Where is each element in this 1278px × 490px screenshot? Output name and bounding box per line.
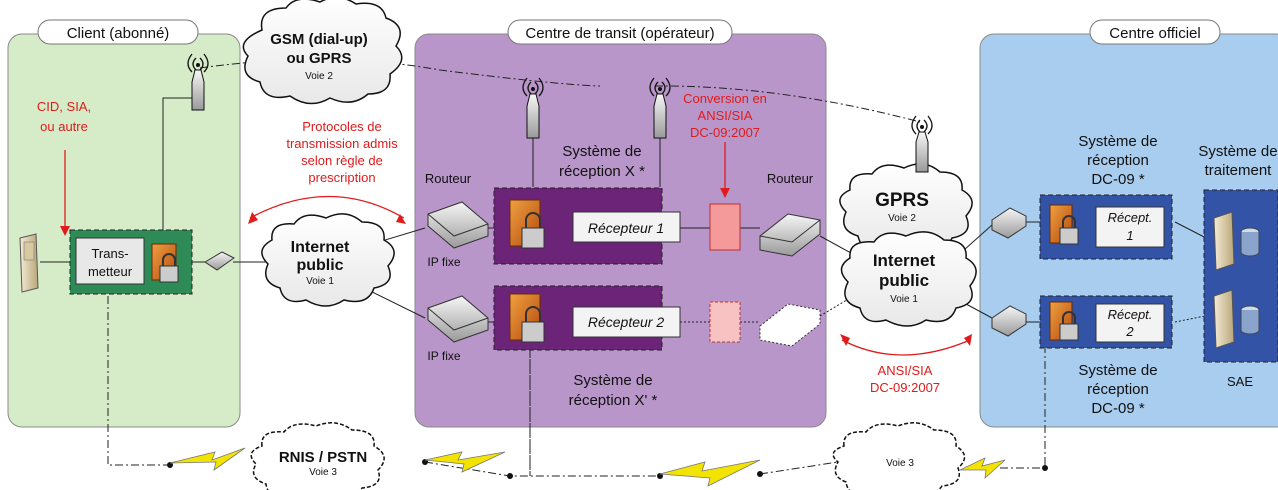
svg-text:DC-09 *: DC-09 * xyxy=(1091,171,1145,188)
svg-text:Voie 3: Voie 3 xyxy=(886,458,914,469)
routeur-right-label: Routeur xyxy=(767,171,814,186)
svg-text:GPRS: GPRS xyxy=(875,190,929,211)
svg-text:DC-09:2007: DC-09:2007 xyxy=(870,380,940,395)
svg-text:public: public xyxy=(879,271,929,290)
svg-text:public: public xyxy=(296,257,343,274)
zone-client: Client (abonné) xyxy=(7,19,241,428)
svg-text:Voie 1: Voie 1 xyxy=(890,294,918,305)
svg-text:ou GPRS: ou GPRS xyxy=(286,50,351,67)
dc09-top-label: Système de réception DC-09 * xyxy=(1078,133,1157,188)
firewall-icon xyxy=(1049,204,1079,245)
svg-text:Voie 1: Voie 1 xyxy=(306,276,334,287)
zone-officiel-title: Centre officiel xyxy=(1109,25,1200,42)
firewall-icon xyxy=(509,199,545,249)
ansi-arrow xyxy=(841,339,971,356)
lightning-bolt-icon xyxy=(169,447,1006,487)
alarm-panel-icon xyxy=(19,233,39,293)
cid-label: CID, SIA, xyxy=(37,99,91,114)
modem-icon xyxy=(991,207,1027,337)
cloud-internet-left: Internet public Voie 1 xyxy=(261,213,395,307)
svg-text:réception: réception xyxy=(1087,152,1149,169)
ansi-label: ANSI/SIA xyxy=(878,363,933,378)
cloud-voie3: Voie 3 xyxy=(832,422,966,490)
svg-text:réception X *: réception X * xyxy=(559,163,645,180)
svg-text:réception X' *: réception X' * xyxy=(569,392,658,409)
svg-text:Récepteur 1: Récepteur 1 xyxy=(588,220,664,236)
converter-box xyxy=(709,203,741,251)
transmetteur-box: Trans- metteur xyxy=(69,229,193,295)
router-icon xyxy=(427,201,821,347)
protocoles-label: Protocoles de transmission admis selon r… xyxy=(286,119,398,185)
cid-arrow-head xyxy=(60,226,70,236)
svg-text:Internet: Internet xyxy=(291,239,350,256)
svg-text:Conversion en: Conversion en xyxy=(683,91,767,106)
svg-text:ANSI/SIA: ANSI/SIA xyxy=(698,108,753,123)
firewall-icon xyxy=(1049,301,1079,341)
svg-text:Système de: Système de xyxy=(1078,133,1157,150)
svg-text:Voie 3: Voie 3 xyxy=(309,467,337,478)
firewall-icon xyxy=(509,293,545,343)
svg-text:ou autre: ou autre xyxy=(40,119,88,134)
cloud-rnis: RNIS / PSTN Voie 3 xyxy=(250,422,385,490)
svg-text:selon règle de: selon règle de xyxy=(301,153,383,168)
svg-text:1: 1 xyxy=(1126,228,1133,243)
svg-text:RNIS / PSTN: RNIS / PSTN xyxy=(279,449,367,466)
modem-icon xyxy=(204,251,235,271)
svg-text:DC-09:2007: DC-09:2007 xyxy=(690,125,760,140)
systeme-xp-label: Système de xyxy=(573,372,652,389)
svg-text:Protocoles de: Protocoles de xyxy=(302,119,382,134)
svg-text:2: 2 xyxy=(1125,324,1134,339)
svg-text:metteur: metteur xyxy=(88,264,133,279)
firewall-icon xyxy=(151,243,179,283)
svg-text:DC-09 *: DC-09 * xyxy=(1091,400,1145,417)
svg-text:IP fixe: IP fixe xyxy=(427,349,460,363)
svg-text:Trans-: Trans- xyxy=(91,246,128,261)
routeur-left-label: Routeur xyxy=(425,171,472,186)
svg-text:Internet: Internet xyxy=(873,251,936,270)
converter-box-2 xyxy=(709,301,741,343)
antenna-icon xyxy=(187,53,933,173)
dc09-bottom-label: Système de réception DC-09 * xyxy=(1078,362,1157,417)
svg-text:Système de: Système de xyxy=(1078,362,1157,379)
zone-client-title: Client (abonné) xyxy=(67,25,170,42)
traitement-label: Système de traitement xyxy=(1198,143,1277,179)
svg-text:Voie 2: Voie 2 xyxy=(888,213,916,224)
conversion-label: Conversion en ANSI/SIA DC-09:2007 xyxy=(683,91,767,140)
svg-text:Voie 2: Voie 2 xyxy=(305,71,333,82)
cloud-gprs: GPRS Voie 2 xyxy=(839,163,973,255)
svg-text:transmission admis: transmission admis xyxy=(286,136,398,151)
cloud-gsm: GSM (dial-up) ou GPRS Voie 2 xyxy=(242,0,403,105)
svg-text:Récept.: Récept. xyxy=(1108,210,1153,225)
svg-text:Récept.: Récept. xyxy=(1108,307,1153,322)
svg-text:GSM (dial-up): GSM (dial-up) xyxy=(270,31,368,48)
svg-text:traitement: traitement xyxy=(1205,162,1273,179)
server-icon xyxy=(1213,211,1260,349)
svg-text:Système de: Système de xyxy=(1198,143,1277,160)
svg-text:réception: réception xyxy=(1087,381,1149,398)
svg-text:Récepteur 2: Récepteur 2 xyxy=(588,314,664,330)
protocoles-arrow xyxy=(249,195,405,219)
sae-label: SAE xyxy=(1227,374,1253,389)
svg-text:IP fixe: IP fixe xyxy=(427,255,460,269)
junction-dots xyxy=(167,459,1048,479)
zone-transit-title: Centre de transit (opérateur) xyxy=(525,25,714,42)
cloud-internet-right: Internet public Voie 1 xyxy=(840,231,977,327)
systeme-x-label: Système de xyxy=(562,143,641,160)
svg-text:prescription: prescription xyxy=(308,170,375,185)
